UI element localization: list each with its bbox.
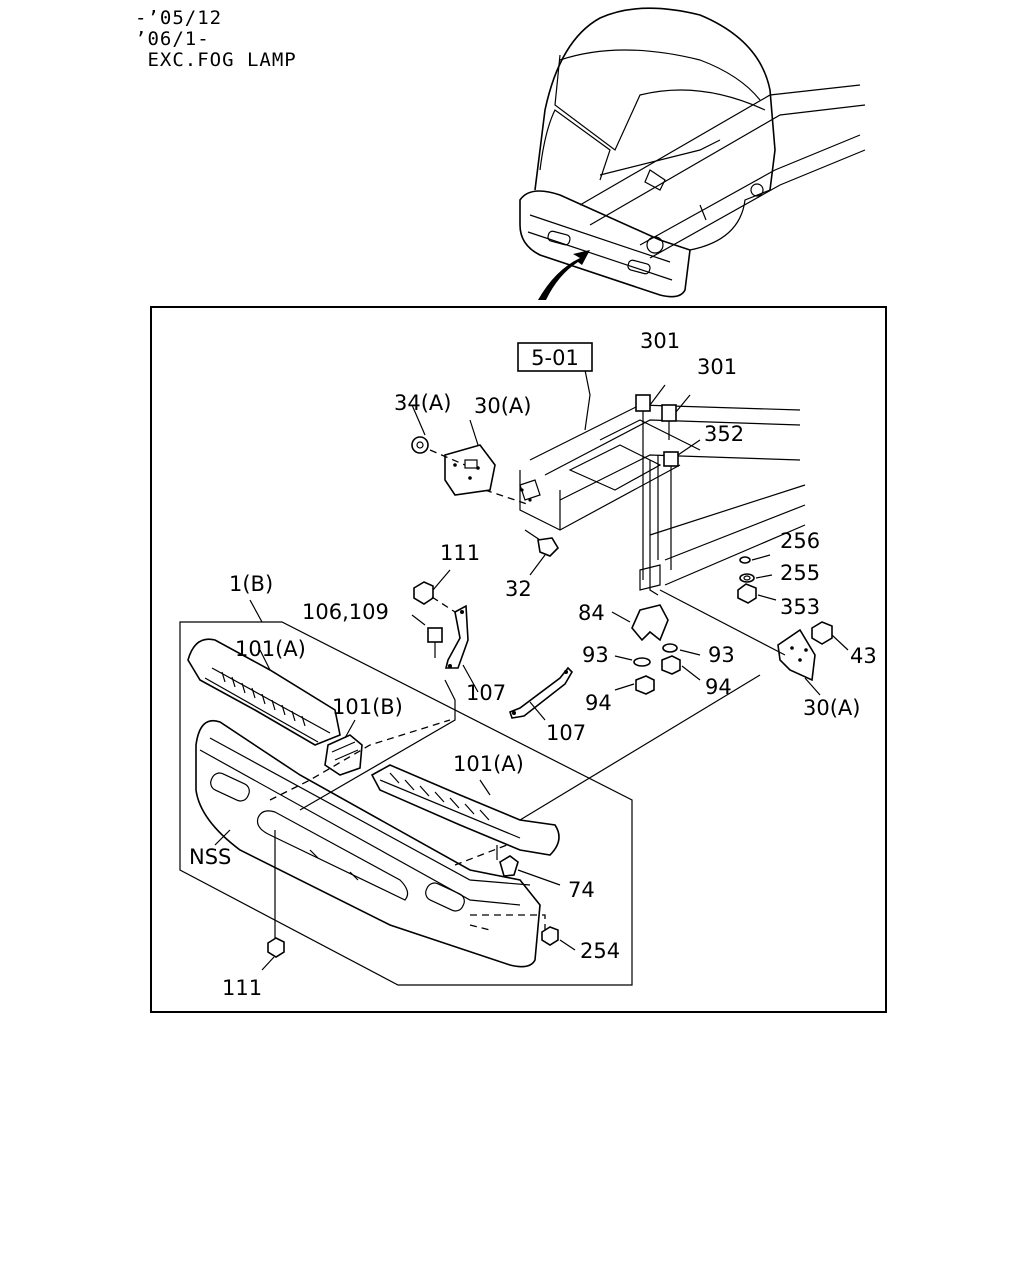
label-32: 32 <box>505 577 532 601</box>
date-range-1: -’05/12 <box>135 7 223 29</box>
ref-box-5-01: 5-01 <box>517 342 593 372</box>
truck-overview-illustration <box>519 7 866 300</box>
label-111-bottom: 111 <box>222 976 262 1000</box>
date-range-2: ’06/1- <box>135 28 210 50</box>
svg-text:5-01: 5-01 <box>531 346 579 370</box>
nut-254 <box>541 926 576 951</box>
nut-111-bottom <box>261 830 285 971</box>
label-353: 353 <box>780 595 820 619</box>
bumper-group-outline <box>179 599 633 986</box>
bracket-30a-right <box>659 589 849 696</box>
label-254: 254 <box>580 939 620 963</box>
chassis-frame <box>484 369 806 586</box>
label-107-a: 107 <box>466 681 506 705</box>
bolts-301-352 <box>635 384 701 596</box>
washers-nuts-right <box>737 554 777 604</box>
variant-note: EXC.FOG LAMP <box>135 49 297 71</box>
label-255: 255 <box>780 561 820 585</box>
stay-107-left <box>444 604 479 693</box>
label-107-b: 107 <box>546 721 586 745</box>
label-301-b: 301 <box>697 355 737 379</box>
stay-107-right <box>509 666 574 721</box>
label-43: 43 <box>850 644 877 668</box>
bumper-molding-101a-upper <box>187 638 341 746</box>
label-74: 74 <box>568 878 595 902</box>
nut-111-top <box>413 569 456 613</box>
diagram-frame <box>150 306 887 1013</box>
label-106-109: 106,109 <box>302 600 389 624</box>
label-111-top: 111 <box>440 541 480 565</box>
bracket-84 <box>611 564 701 695</box>
label-30a-right: 30(A) <box>803 696 860 720</box>
label-94-a: 94 <box>585 691 612 715</box>
header-notes: -’05/12 ’06/1- EXC.FOG LAMP <box>135 8 297 71</box>
label-94-b: 94 <box>705 675 732 699</box>
label-256: 256 <box>780 529 820 553</box>
part-labels: 301 301 352 34(A) 30(A) 256 255 353 111 … <box>189 329 877 1000</box>
label-101a-middle: 101(A) <box>453 752 524 776</box>
bumper-molding-101b <box>324 719 363 776</box>
label-nss: NSS <box>189 845 231 869</box>
label-34a: 34(A) <box>394 391 451 415</box>
label-84: 84 <box>578 601 605 625</box>
label-93-b: 93 <box>708 643 735 667</box>
label-101a-top: 101(A) <box>235 637 306 661</box>
label-301-a: 301 <box>640 329 680 353</box>
bracket-30a-top <box>411 404 496 496</box>
bumper-body <box>195 719 546 968</box>
label-101b: 101(B) <box>332 695 403 719</box>
label-93-a: 93 <box>582 643 609 667</box>
bolt-32 <box>524 529 560 576</box>
label-30a-top: 30(A) <box>474 394 531 418</box>
bolt-106-109 <box>411 614 443 658</box>
connector-line <box>299 679 456 811</box>
clip-74 <box>496 845 561 886</box>
bumper-molding-101a-middle <box>370 674 761 856</box>
label-1b: 1(B) <box>229 572 273 596</box>
label-352: 352 <box>704 422 744 446</box>
